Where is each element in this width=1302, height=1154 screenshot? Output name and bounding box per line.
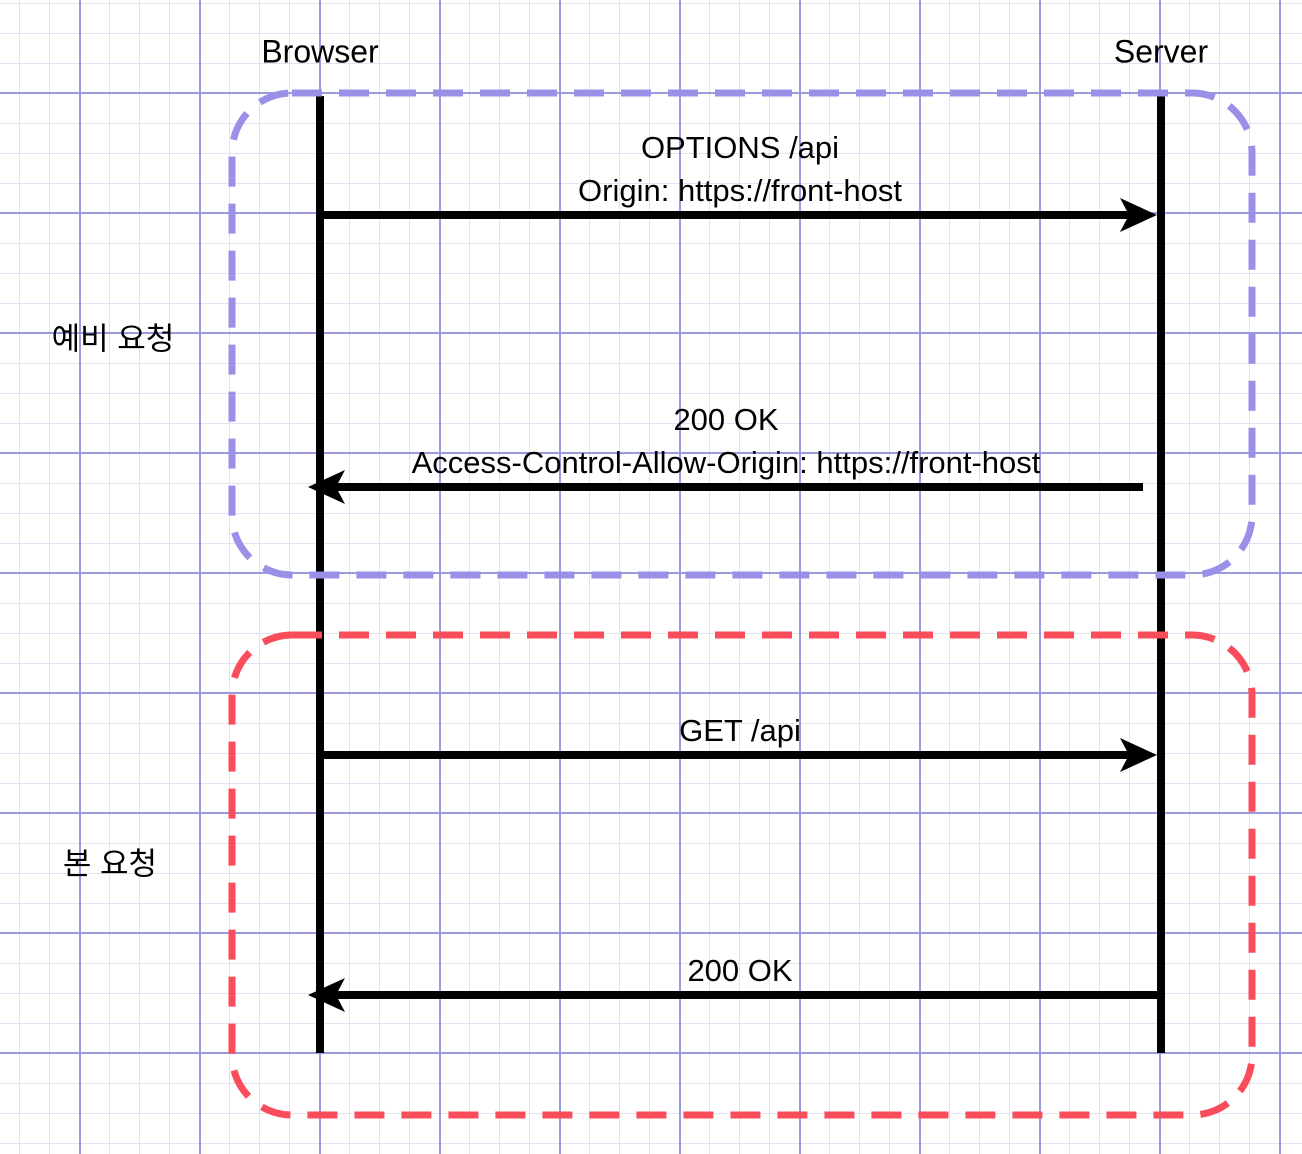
message-line: OPTIONS /api (640, 130, 840, 165)
arrowhead-left-icon (308, 470, 345, 504)
preflight-group-label: 예비 요청 (51, 321, 175, 357)
message-line: 200 OK (673, 402, 779, 437)
actor-label-server: Server (1113, 33, 1209, 70)
message-label-main-response: 200 OK (687, 949, 792, 992)
arrowhead-right-icon (1120, 198, 1157, 232)
message-label-main-request: GET /api (679, 709, 801, 752)
message-line: Access-Control-Allow-Origin: https://fro… (411, 445, 1041, 480)
main-request-group-label: 본 요청 (62, 846, 158, 882)
arrowhead-left-icon (308, 978, 345, 1012)
actor-label-browser: Browser (261, 33, 379, 70)
server-lifeline (1157, 96, 1165, 1053)
browser-lifeline (316, 96, 324, 1053)
message-line: Origin: https://front-host (578, 173, 902, 208)
main-request-group-box (228, 631, 1256, 1119)
arrowhead-right-icon (1120, 738, 1157, 772)
message-line: 200 OK (687, 953, 793, 988)
message-label-preflight-request: OPTIONS /api Origin: https://front-host (578, 126, 902, 212)
message-line: GET /api (679, 713, 801, 748)
message-label-preflight-response: 200 OK Access-Control-Allow-Origin: http… (412, 398, 1041, 484)
